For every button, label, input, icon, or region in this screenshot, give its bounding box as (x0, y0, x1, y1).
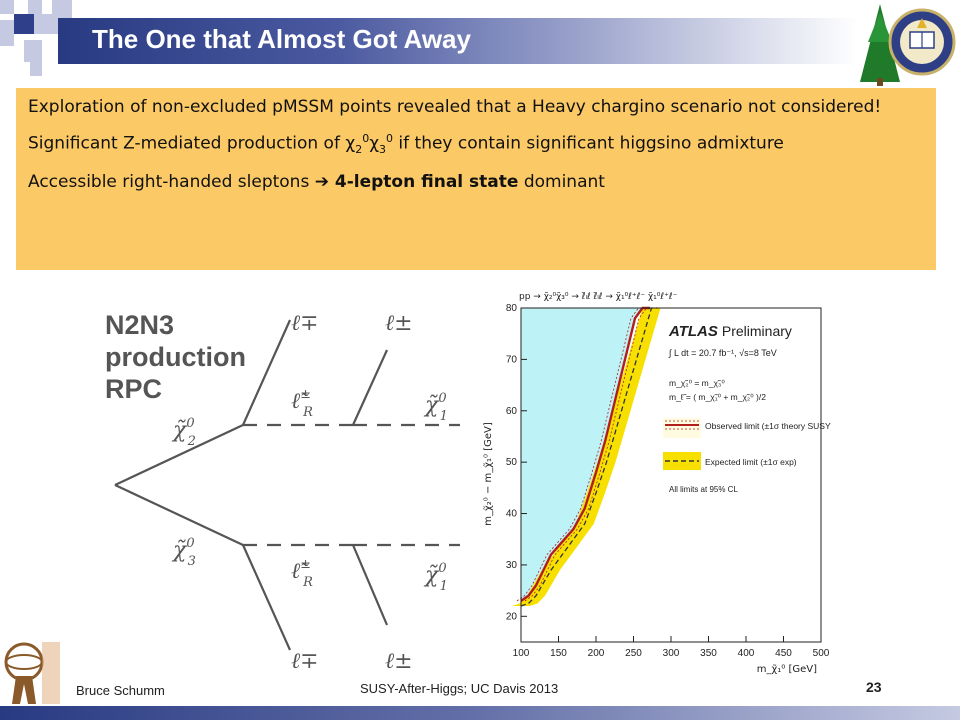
lepton-line (241, 544, 292, 651)
plot-area (512, 306, 667, 642)
x-tick-label: 150 (550, 648, 567, 659)
y-tick-label: 20 (506, 611, 518, 622)
title-bar (58, 18, 858, 64)
lumi-label: ∫ L dt = 20.7 fb⁻¹, √s=8 TeV (668, 348, 777, 358)
y-tick-label: 80 (506, 303, 518, 314)
right-arrow-icon: ➔ (314, 172, 329, 193)
lepton-line (241, 319, 292, 426)
y-tick-label: 60 (506, 406, 518, 417)
preliminary-label: Preliminary (722, 323, 792, 339)
y-axis-label: m_χ̃₂⁰ − m_χ̃₁⁰ [GeV] (482, 422, 494, 526)
bullet-3-post: dominant (518, 172, 605, 193)
slepton-label: ℓ̃±R (291, 557, 313, 590)
tree-icon (860, 4, 900, 82)
page-number: 23 (866, 679, 882, 695)
university-seal-logo (860, 4, 956, 86)
legend-observed-label: Observed limit (±1σ theory SUSY) (705, 421, 831, 431)
propagator-line (114, 484, 244, 546)
bullet-3-bold: 4-lepton final state (328, 172, 519, 193)
lepton-label: ℓ∓ (291, 649, 319, 674)
bullet-1: Exploration of non-excluded pMSSM points… (28, 95, 926, 119)
observed-theory-down (516, 307, 646, 602)
lepton-line (351, 544, 389, 626)
mass-line: m_χ̃₂⁰ = m_χ̃₃⁰ (669, 378, 725, 388)
deco-square (0, 20, 14, 46)
bullet-2-post: if they contain significant higgsino adm… (393, 133, 784, 154)
deco-square (0, 0, 14, 14)
x-tick-label: 400 (738, 648, 755, 659)
y-tick-label: 40 (506, 509, 518, 520)
chi-sup: 0 (386, 132, 394, 145)
footer-conference: SUSY-After-Higgs; UC Davis 2013 (360, 681, 559, 696)
bullet-1-text: Exploration of non-excluded pMSSM points… (28, 97, 882, 117)
x-tick-label: 250 (625, 648, 642, 659)
deco-square (24, 40, 42, 62)
mass-line: m_ℓ̃ = ( m_χ̃₁⁰ + m_χ̃₂⁰ )/2 (669, 392, 766, 402)
x-tick-label: 450 (775, 648, 792, 659)
expected-limit-line (520, 307, 658, 607)
bullet-3: Accessible right-handed sleptons ➔ 4-lep… (28, 170, 926, 194)
diagram-label-line: production (105, 342, 246, 372)
cl-note: All limits at 95% CL (669, 485, 738, 494)
lepton-label: ℓ∓ (291, 311, 319, 336)
lepton-line (351, 349, 389, 426)
deco-square (30, 62, 42, 76)
observed-theory-up (524, 307, 654, 602)
expected-band (512, 308, 667, 607)
chi-symbol: χ (345, 133, 356, 154)
lepton-label: ℓ± (385, 649, 413, 674)
y-tick-label: 30 (506, 560, 518, 571)
footer-author: Bruce Schumm (76, 683, 165, 698)
chi-sub: 3 (379, 143, 387, 157)
deco-square (14, 14, 34, 34)
y-tick-label: 50 (506, 457, 518, 468)
chi-symbol: χ (369, 133, 380, 154)
deco-square (34, 14, 58, 34)
atlas-label: ATLAS (668, 323, 718, 340)
excluded-region (521, 308, 650, 642)
slepton-label: ℓ̃±R (291, 387, 313, 420)
chi-sub: 2 (355, 143, 363, 157)
x-tick-label: 200 (588, 648, 605, 659)
propagator-line (114, 424, 244, 486)
bullet-2-pre: Significant Z-mediated production of (28, 133, 346, 154)
summary-textbox: Exploration of non-excluded pMSSM points… (16, 88, 936, 270)
bullet-3-pre: Accessible right-handed sleptons (28, 172, 315, 193)
deco-square (14, 0, 28, 14)
lepton-label: ℓ± (385, 311, 413, 336)
diagram-label-line: N2N3 (105, 310, 174, 340)
x-tick-label: 500 (813, 648, 830, 659)
observed-limit-line (520, 306, 650, 602)
chi-sup: 0 (362, 132, 370, 145)
x-axis-label: m_χ̃₁⁰ [GeV] (757, 663, 817, 675)
atlas-logo (4, 642, 60, 704)
plot-axes: 100 150 200 250 300 350 400 450 500 20 30 40 50 60 70 8… (506, 303, 830, 659)
deco-square (28, 0, 42, 14)
legend-expected-label: Expected limit (±1σ exp) (705, 457, 797, 467)
x-tick-label: 350 (700, 648, 717, 659)
deco-square (42, 34, 58, 50)
y-tick-label: 70 (506, 354, 518, 365)
x-tick-label: 300 (663, 648, 680, 659)
slide-title: The One that Almost Got Away (92, 24, 471, 54)
deco-square (52, 0, 72, 18)
x-tick-label: 100 (513, 648, 530, 659)
diagram-label-line: RPC (105, 374, 162, 404)
bullet-2: Significant Z-mediated production of χ20… (28, 127, 926, 162)
footer-bar (0, 706, 960, 720)
legend-observed-swatch (663, 418, 701, 438)
atlas-exclusion-plot: pp → χ̃₂⁰χ̃₃⁰ → ℓ̃ₗℓ ℓ̃ₗℓ → χ̃₁⁰ℓ⁺ℓ⁻ χ̃₁… (479, 284, 831, 676)
process-label: pp → χ̃₂⁰χ̃₃⁰ → ℓ̃ₗℓ ℓ̃ₗℓ → χ̃₁⁰ℓ⁺ℓ⁻ χ̃₁… (519, 292, 678, 302)
